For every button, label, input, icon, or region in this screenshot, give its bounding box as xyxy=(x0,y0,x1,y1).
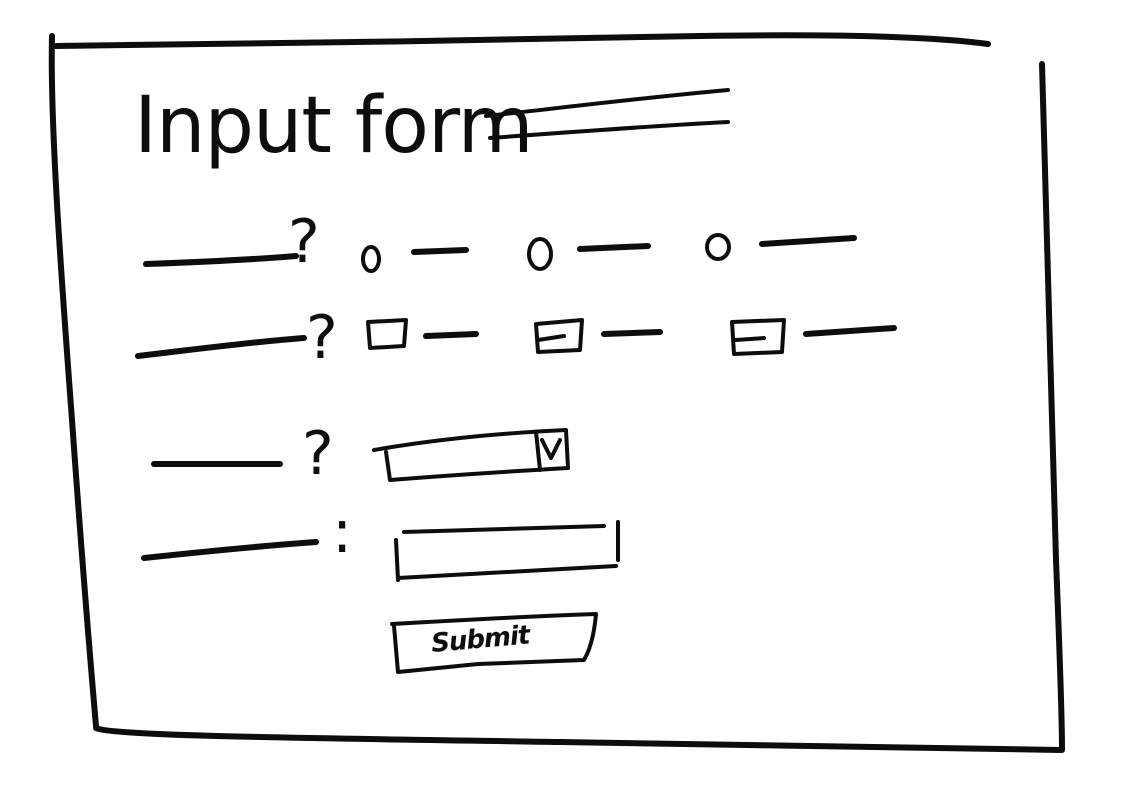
question-row-radio: ? xyxy=(143,207,857,277)
question-label-line xyxy=(141,539,319,561)
submit-button[interactable]: Submit xyxy=(390,612,598,674)
option-label-line xyxy=(803,325,897,337)
submit-button-border xyxy=(390,612,598,674)
question-row-select: ? xyxy=(151,419,570,489)
question-mark: ? xyxy=(288,207,320,277)
question-mark: : xyxy=(332,497,352,567)
option-label-line xyxy=(411,247,469,255)
select-divider xyxy=(534,430,542,472)
text-input-field[interactable] xyxy=(394,520,620,582)
select-box xyxy=(372,428,570,482)
radio-option-1[interactable] xyxy=(361,245,469,273)
radio-option-3[interactable] xyxy=(705,233,857,261)
radio-option-2[interactable] xyxy=(527,237,651,271)
select-dropdown[interactable] xyxy=(372,428,570,482)
radio-icon xyxy=(527,237,553,271)
checkbox-mark xyxy=(734,336,766,342)
question-label-line xyxy=(143,253,299,267)
radio-icon xyxy=(705,233,731,261)
checkbox-option-1[interactable] xyxy=(366,318,479,350)
checkbox-mark xyxy=(536,334,566,342)
submit-button-label: Submit xyxy=(430,620,533,659)
frame-border xyxy=(48,32,1065,753)
option-label-line xyxy=(759,235,857,247)
option-label-line xyxy=(577,243,651,252)
radio-icon xyxy=(361,245,381,273)
checkbox-option-2[interactable] xyxy=(534,318,663,354)
question-mark: ? xyxy=(302,419,334,489)
form-title: Input form xyxy=(134,81,533,171)
chevron-down-icon xyxy=(540,438,562,460)
question-mark: ? xyxy=(306,303,338,373)
option-label-line xyxy=(423,331,479,339)
text-input-box xyxy=(394,520,620,582)
checkbox-icon xyxy=(534,318,584,354)
question-label-line xyxy=(135,335,307,359)
question-row-text: : xyxy=(141,497,620,582)
title-underline-decoration xyxy=(484,88,730,140)
checkbox-option-3[interactable] xyxy=(730,318,897,356)
checkbox-icon xyxy=(730,318,786,356)
checkbox-icon xyxy=(366,318,408,350)
question-row-checkbox: ? xyxy=(135,303,897,373)
option-label-line xyxy=(601,329,663,337)
